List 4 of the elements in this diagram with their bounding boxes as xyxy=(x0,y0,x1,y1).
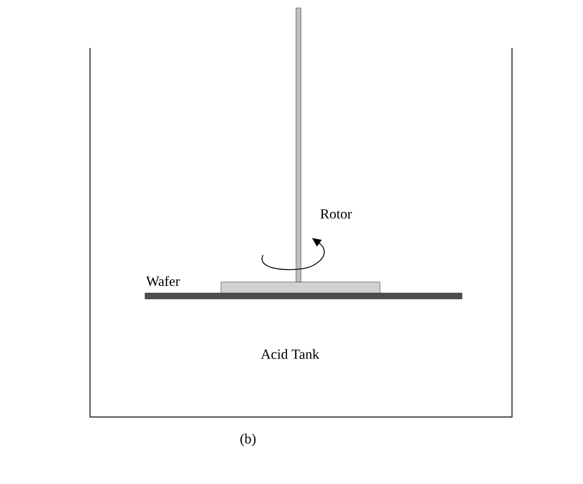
panel-label: (b) xyxy=(240,434,256,446)
tank-label: Acid Tank xyxy=(260,349,320,359)
part-label: Wafer xyxy=(146,276,180,286)
part-label: Rotor xyxy=(320,209,352,219)
